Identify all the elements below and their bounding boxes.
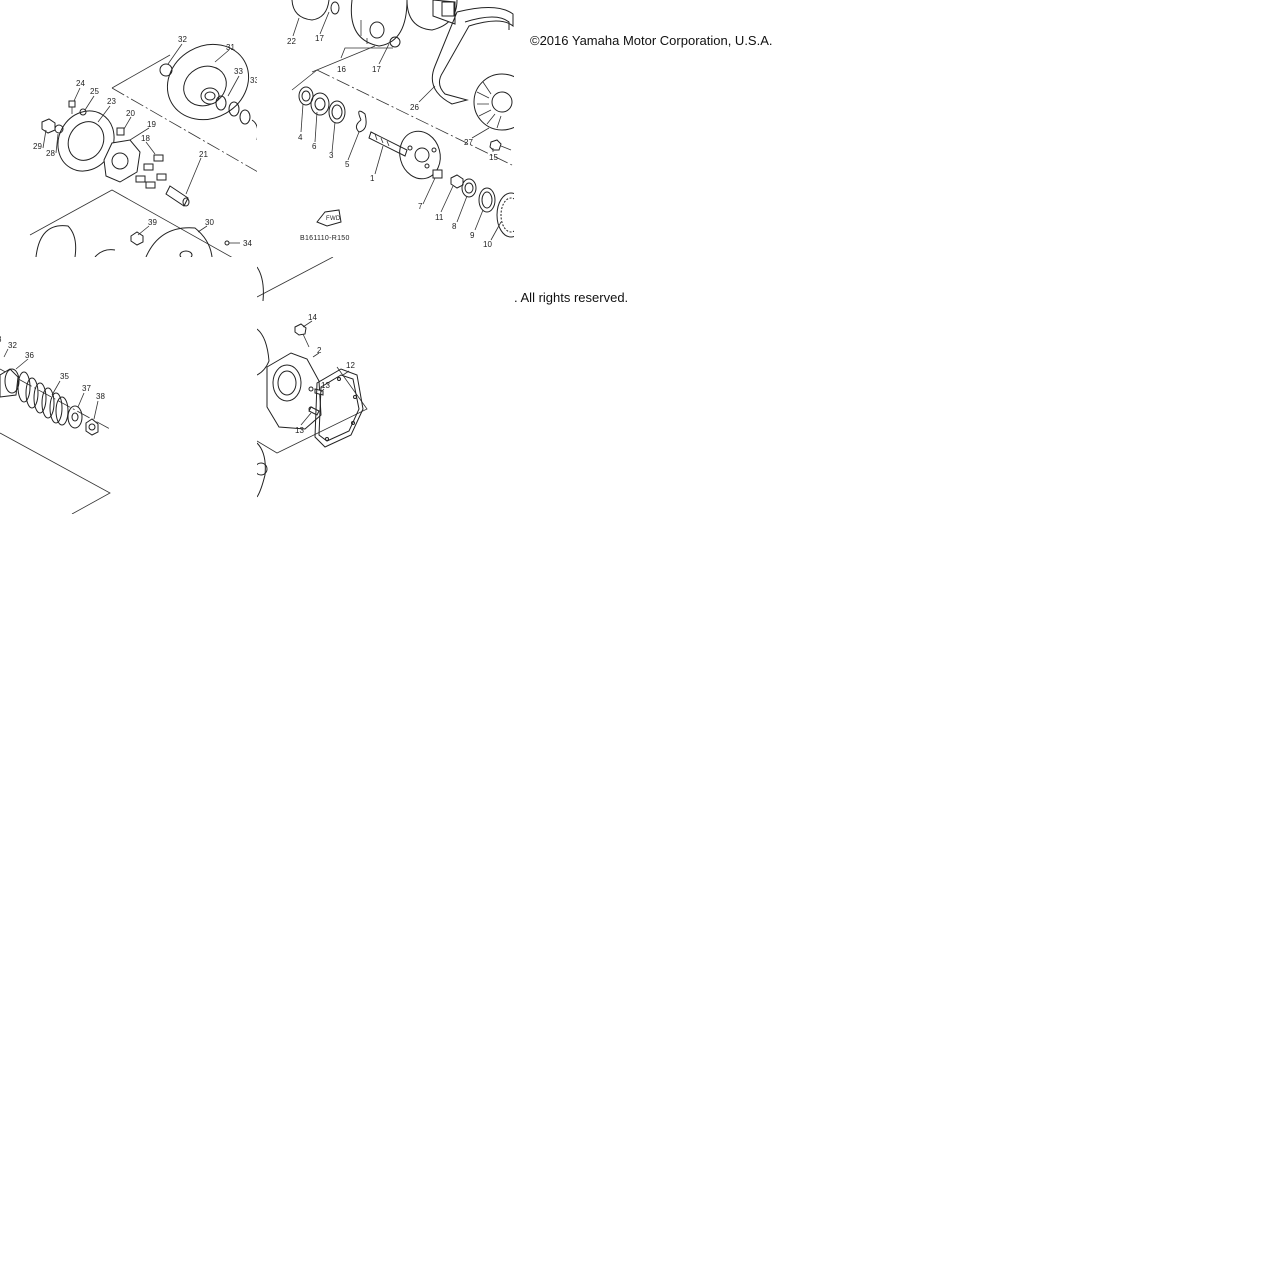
callout-30: 30 [205, 218, 214, 227]
diagram-tile-top-middle: FWD B161110-R150 22 17 16 17 26 27 15 4 … [257, 0, 514, 257]
callout-8: 8 [452, 222, 457, 231]
callout-37: 37 [82, 384, 91, 393]
callout-27: 27 [464, 138, 473, 147]
diagram-tile-middle: 14 2 12 13 13 [257, 257, 514, 514]
callout-22: 22 [287, 37, 296, 46]
callout-20: 20 [126, 109, 135, 118]
case-cover-exploded-view: 14 2 12 13 13 [257, 257, 368, 498]
callout-13-lower: 13 [295, 426, 304, 435]
callout-33: 33 [234, 67, 243, 76]
diagram-code: B161110-R150 [300, 235, 350, 242]
callout-6: 6 [312, 142, 317, 151]
callout-9: 9 [470, 231, 475, 240]
callout-32: 32 [178, 35, 187, 44]
callout-5: 5 [345, 160, 350, 169]
callout-18: 18 [141, 134, 150, 143]
callout-17-top: 17 [315, 34, 324, 43]
callout-34: 34 [243, 239, 252, 248]
callout-25: 25 [90, 87, 99, 96]
callout-7: 7 [418, 202, 423, 211]
callout-1: 1 [370, 174, 375, 183]
diagram-tile-top-left: 32 31 33 33 24 25 23 20 19 18 21 29 28 3… [0, 0, 257, 257]
callout-38: 38 [96, 392, 105, 401]
drive-pulley-exploded-view: FWD B161110-R150 22 17 16 17 26 27 15 4 … [287, 0, 514, 249]
callout-11: 11 [435, 213, 444, 222]
callout-28: 28 [46, 149, 55, 158]
copyright-notice: ©2016 Yamaha Motor Corporation, U.S.A. [530, 33, 773, 48]
callout-21: 21 [199, 150, 208, 159]
spring-assembly-exploded-view: 3 32 36 35 37 38 [0, 335, 111, 514]
callout-19: 19 [147, 120, 156, 129]
diagram-tile-middle-left: 3 32 36 35 37 38 [0, 257, 257, 514]
forward-arrow-icon: FWD [316, 209, 342, 227]
callout-26: 26 [410, 103, 419, 112]
callout-14: 14 [308, 313, 317, 322]
callout-32-left: 32 [8, 341, 17, 350]
callout-33-edge: 33 [250, 76, 257, 85]
callout-23: 23 [107, 97, 116, 106]
callout-10: 10 [483, 240, 492, 249]
callout-24: 24 [76, 79, 85, 88]
callout-29: 29 [33, 142, 42, 151]
callout-35: 35 [60, 372, 69, 381]
rights-reserved-notice: . All rights reserved. [514, 290, 629, 305]
callout-12: 12 [346, 361, 355, 370]
callout-4: 4 [298, 133, 303, 142]
svg-text:FWD: FWD [326, 216, 341, 222]
callout-17: 17 [372, 65, 381, 74]
callout-3: 3 [329, 151, 334, 160]
driven-pulley-exploded-view: 32 31 33 33 24 25 23 20 19 18 21 29 28 3… [29, 35, 257, 257]
callout-31: 31 [226, 43, 235, 52]
callout-16: 16 [337, 65, 346, 74]
callout-2: 2 [317, 346, 322, 355]
callout-13-upper: 13 [321, 381, 330, 390]
callout-39: 39 [148, 218, 157, 227]
callout-33-edge-left: 3 [0, 335, 2, 344]
callout-15: 15 [489, 153, 498, 162]
callout-36: 36 [25, 351, 34, 360]
